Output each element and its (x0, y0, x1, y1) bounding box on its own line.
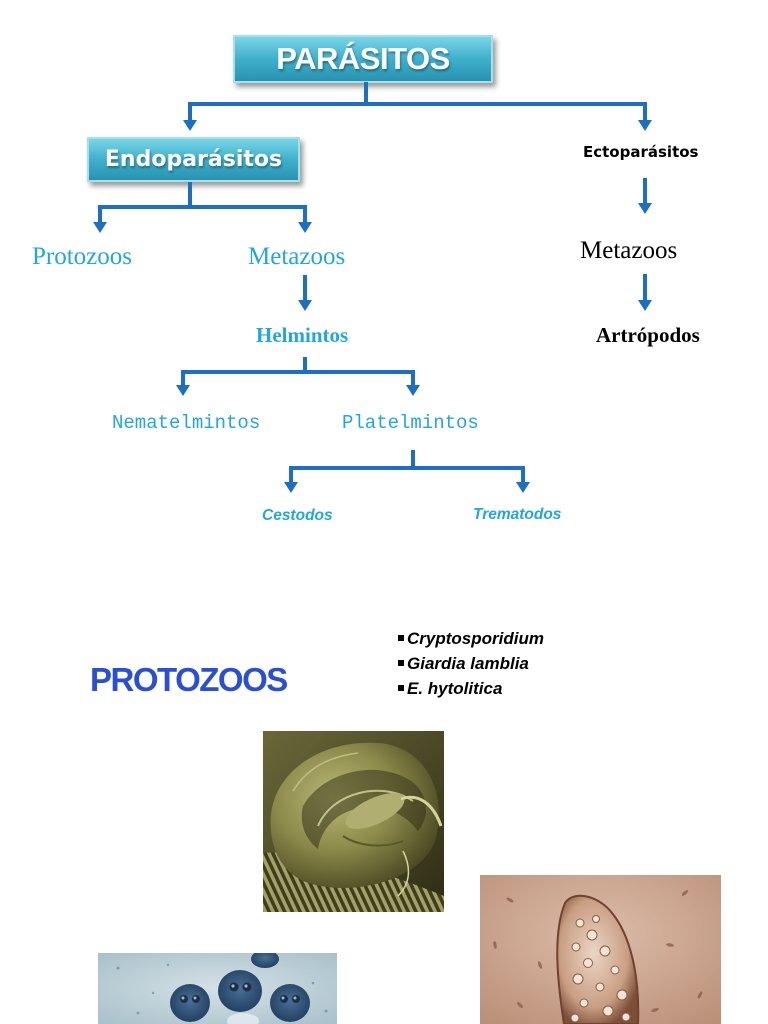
cestodos-node-label: Cestodos (262, 507, 333, 524)
ectoparasitos-node-label: Ectoparásitos (583, 143, 699, 161)
micrograph-image-olive (263, 731, 444, 912)
square-bullet-icon (398, 635, 404, 641)
endoparasitos-node-label: Endoparásitos (104, 147, 283, 172)
diagram-connectors (93, 82, 652, 493)
metazoos-endo-node-label: Metazoos (248, 243, 346, 270)
arrowhead-trematodos (516, 482, 530, 493)
endoparasitos-node-box: Endoparásitos (87, 137, 300, 182)
root-node-box: PARÁSITOS (233, 35, 493, 83)
square-bullet-icon (398, 685, 404, 691)
arrowhead-ectoparasitos (638, 120, 652, 131)
arrowhead-endoparasitos (183, 120, 197, 131)
arrowhead-artropodos (638, 300, 652, 311)
list-item: Cryptosporidium (398, 630, 544, 655)
helmintos-node-label: Helmintos (256, 323, 349, 347)
list-item-text: Giardia lamblia (407, 654, 529, 673)
root-node-label: PARÁSITOS (276, 41, 450, 76)
arrowhead-cestodos (284, 482, 298, 493)
protozoos-section-heading: PROTOZOOS (90, 661, 288, 698)
list-item-text: E. hytolitica (407, 679, 503, 698)
arrowhead-nematelmintos (176, 385, 190, 396)
arrowhead-helmintos (298, 300, 312, 311)
arrowhead-platelmintos (406, 385, 420, 396)
arrowhead-metazoos-ecto (638, 203, 652, 214)
square-bullet-icon (398, 660, 404, 666)
artropodos-node-label: Artrópodos (596, 323, 700, 347)
nematelmintos-node-label: Nematelmintos (112, 412, 261, 434)
protozoos-node-label: Protozoos (32, 243, 132, 270)
micrograph-image-stained (98, 953, 337, 1024)
metazoos-ecto-node-label: Metazoos (580, 237, 678, 264)
protozoos-examples-list: Cryptosporidium Giardia lamblia E. hytol… (398, 630, 544, 705)
list-item: Giardia lamblia (398, 655, 544, 680)
micrograph-image-amoeba (480, 875, 721, 1024)
platelmintos-node-label: Platelmintos (342, 412, 479, 434)
arrowhead-metazoos-endo (298, 222, 312, 233)
trematodos-node-label: Trematodos (473, 506, 562, 523)
list-item-text: Cryptosporidium (407, 629, 544, 648)
arrowhead-protozoos (93, 222, 107, 233)
list-item: E. hytolitica (398, 680, 544, 705)
